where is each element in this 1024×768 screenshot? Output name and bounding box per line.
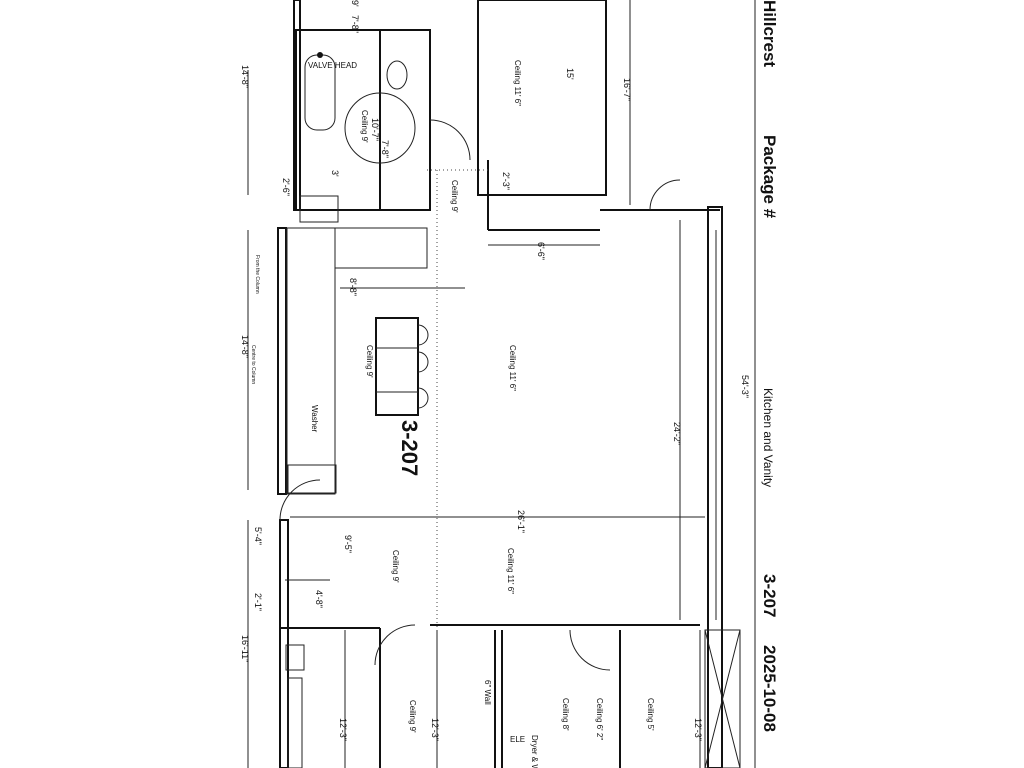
dim-bath-3: 3': [330, 170, 340, 177]
washer-note: Washer: [310, 405, 319, 433]
dim-bath-2-6: 2'-6": [281, 178, 291, 196]
ceiling-living: Ceiling 11' 6": [508, 345, 517, 391]
dim-5-4: 5'-4": [253, 527, 263, 545]
dim-2-1: 2'-1": [253, 593, 263, 611]
dim-left-top: 14'-8": [240, 65, 250, 88]
dim-bottom-12-3c: 12'-3": [693, 718, 703, 741]
dim-closet-6-6: 6'-6": [536, 242, 546, 260]
ceiling-kitchen: Ceiling 9': [365, 345, 374, 378]
centre-column-note: Centre to Column: [250, 345, 256, 384]
ceiling-laundry: Ceiling 8': [561, 698, 570, 731]
ceiling-closet: Ceiling 9': [450, 180, 459, 213]
wall-note: 6" Wall: [483, 680, 492, 705]
dim-bath-10-7: 10'-7": [370, 118, 380, 141]
unit-label: 3-207: [397, 420, 422, 476]
ceiling-bath: Ceiling 9': [360, 110, 369, 143]
valve-head-note: VALVE HEAD: [308, 61, 357, 70]
dim-bath-7-8b: 7'-8": [350, 15, 360, 33]
walls: [277, 0, 741, 768]
ceiling-storage: Ceiling 6' 2": [595, 698, 604, 740]
scope-label: Kitchen and Vanity: [761, 388, 775, 487]
ceiling-bedroom: Ceiling 11' 6": [513, 60, 522, 106]
from-column-note: From the Column: [254, 255, 260, 294]
unit-number: 3-207: [760, 574, 779, 617]
package-number: Package #: [760, 135, 779, 219]
overall-dimension: 54'-3": [740, 375, 750, 398]
dimension-lines: [247, 0, 756, 768]
ceiling-dining: Ceiling 11' 6": [506, 548, 515, 594]
ele-note: ELE: [510, 735, 525, 744]
dim-bedroom-16-7: 16'-7": [622, 78, 632, 101]
notes: VALVE HEAD Washer Dryer & Washer ELE 6" …: [250, 61, 539, 768]
dim-bottom-12-3a: 12'-3": [338, 718, 348, 741]
ceiling-entry: Ceiling 9': [391, 550, 400, 583]
dim-living-24-2: 24'-2": [672, 422, 682, 445]
dim-closet-2-3: 2'-3": [501, 172, 511, 190]
ceiling-bottom-right: Ceiling 5': [646, 698, 655, 731]
dim-bedroom-15: 15': [565, 68, 575, 80]
dim-left-bottom: 16'-11": [240, 635, 250, 662]
dimension-labels: 14'-8" 14'-8" 16'-11" 5'-4" 2'-1" 10'-7"…: [240, 0, 703, 741]
dim-bottom-12-3b: 12'-3": [430, 718, 440, 741]
dim-entry-9-5: 9'-5": [343, 535, 353, 553]
plan-date: 2025-10-08: [760, 645, 779, 732]
dim-living-26-1: 26'-1": [516, 510, 526, 533]
dim-entry-4-8: 4'-8": [314, 590, 324, 608]
dim-bath-7-8a: 7'-8": [380, 140, 390, 158]
dim-kitchen-8-8: 8'-8": [348, 278, 358, 296]
ceiling-labels: Ceiling 11' 6" Ceiling 9' Ceiling 9' Cei…: [360, 60, 655, 740]
dim-bath-9: 9': [350, 0, 360, 7]
dim-left-mid: 14'-8": [240, 335, 250, 358]
project-name: Hillcrest: [760, 0, 779, 67]
dryer-washer-note: Dryer & Washer: [530, 735, 539, 768]
ceiling-bottom-left: Ceiling 9': [408, 700, 417, 733]
